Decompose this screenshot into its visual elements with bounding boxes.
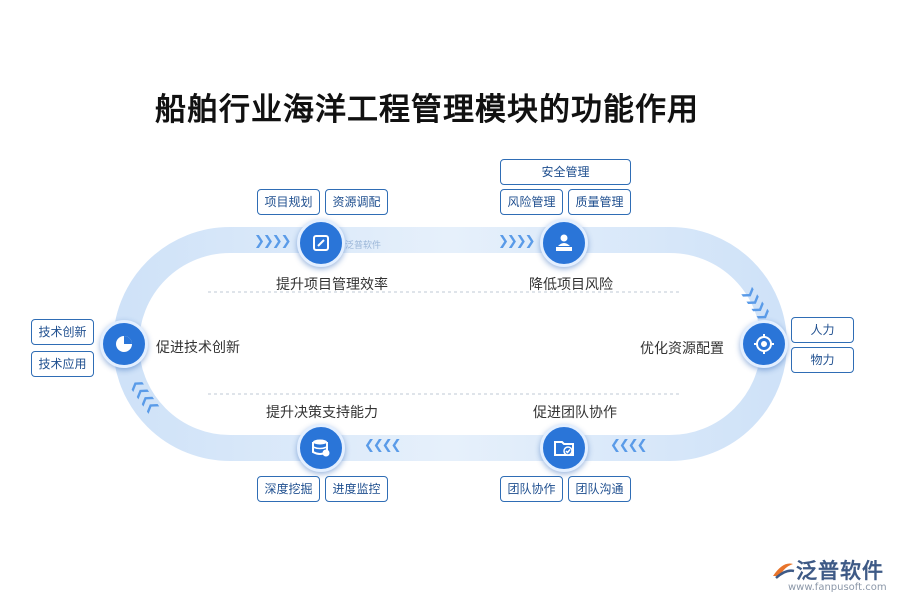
arrow-bottom-left: ❮❮❮❮: [364, 438, 402, 453]
label-teamwork: 促进团队协作: [533, 405, 617, 421]
tag-manpower: 人力: [791, 317, 854, 343]
tag-team-communication: 团队沟通: [568, 476, 631, 502]
node-risk: [540, 219, 588, 267]
presenter-icon: [556, 234, 572, 251]
tag-tech-application: 技术应用: [31, 351, 94, 377]
tag-safety-management: 安全管理: [500, 159, 631, 185]
arrow-bottom-right: ❮❮❮❮: [610, 438, 648, 453]
pie-chart-icon: [116, 336, 132, 352]
tag-resource-allocation: 资源调配: [325, 189, 388, 215]
tag-tech-innovation: 技术创新: [31, 319, 94, 345]
node-resources: [740, 320, 788, 368]
tag-quality-management: 质量管理: [568, 189, 631, 215]
node-decision: [297, 424, 345, 472]
target-icon: [754, 334, 774, 354]
brand-logo: 泛普软件: [770, 555, 884, 585]
label-resources: 优化资源配置: [640, 341, 724, 357]
node-innovation: [100, 320, 148, 368]
label-efficiency: 提升项目管理效率: [276, 277, 388, 293]
tag-team-collaboration: 团队协作: [500, 476, 563, 502]
tag-project-planning: 项目规划: [257, 189, 320, 215]
label-risk: 降低项目风险: [529, 277, 613, 293]
tag-material: 物力: [791, 347, 854, 373]
brand-mark-icon: [773, 563, 795, 579]
node-efficiency: [297, 219, 345, 267]
brand-name: 泛普软件: [796, 559, 884, 583]
page-title: 船舶行业海洋工程管理模块的功能作用: [155, 92, 699, 128]
track-band: [113, 227, 787, 461]
arrow-top-left: ❯❯❯❯: [254, 234, 292, 249]
label-innovation: 促进技术创新: [156, 340, 240, 356]
arrow-top-right: ❯❯❯❯: [498, 234, 536, 249]
node-teamwork: [540, 424, 588, 472]
database-icon: [312, 439, 330, 457]
watermark-text: 泛普软件: [345, 241, 382, 251]
label-decision: 提升决策支持能力: [266, 405, 378, 421]
edit-icon: [313, 235, 329, 251]
tag-progress-monitoring: 进度监控: [325, 476, 388, 502]
tag-risk-management: 风险管理: [500, 189, 563, 215]
brand-url: www.fanpusoft.com: [788, 582, 887, 593]
tag-deep-mining: 深度挖掘: [257, 476, 320, 502]
folder-check-icon: [554, 441, 574, 456]
